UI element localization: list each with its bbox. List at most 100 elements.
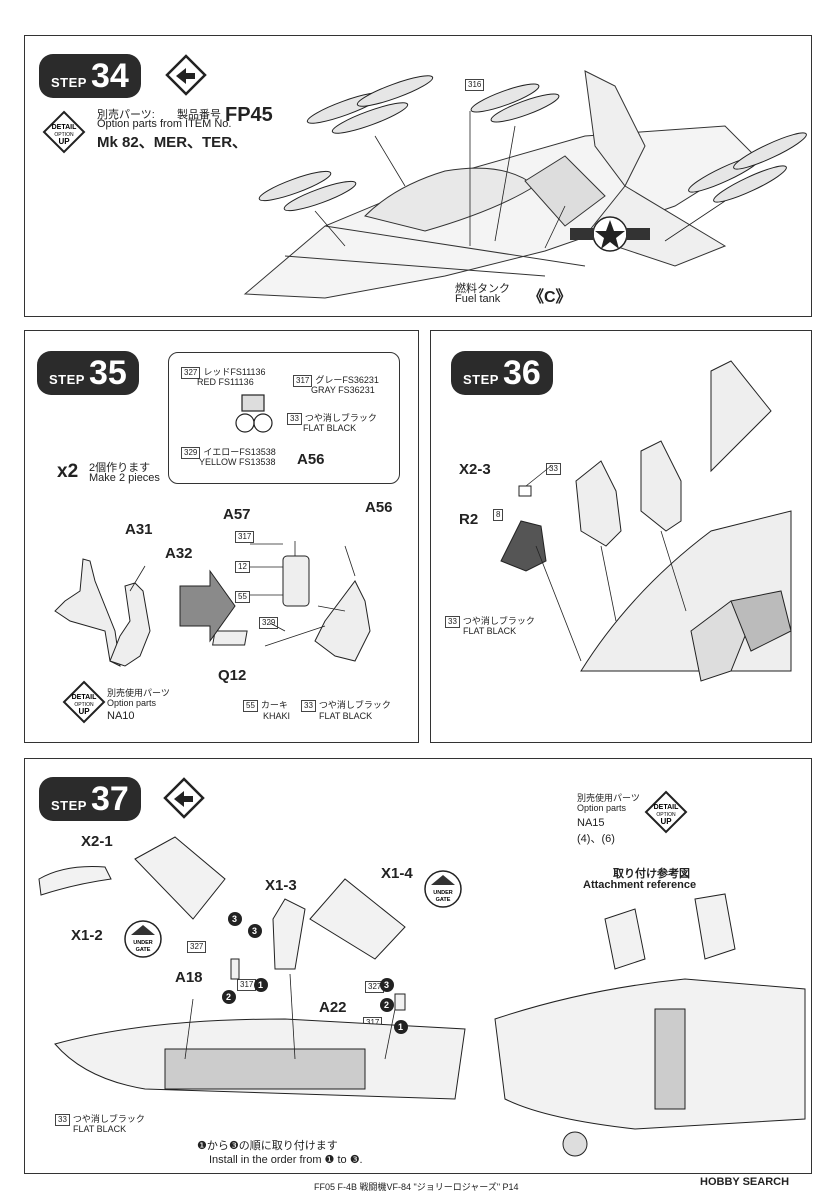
red-jp: レッドFS11136 (203, 367, 266, 377)
option-parts-en: Option parts (577, 803, 627, 813)
option-parts-en: Option parts (107, 698, 157, 708)
svg-text:UP: UP (58, 137, 70, 146)
part-x1-2: X1-2 (71, 927, 103, 944)
aircraft-wing-drawing (243, 70, 807, 299)
code-317: 317 (293, 375, 313, 387)
gray-jp: グレーFS36231 (315, 375, 379, 385)
flat-black-en-2: FLAT BLACK (319, 711, 373, 721)
step-number: 35 (88, 354, 127, 392)
step-37-badge: STEP 37 (39, 777, 141, 821)
option-arrow-icon (163, 777, 205, 819)
gray-en: GRAY FS36231 (311, 385, 375, 395)
install-order-en: Install in the order from ❶ to ❸. (209, 1154, 363, 1166)
step-35-badge: STEP 35 (37, 351, 139, 395)
option-parts-jp: 別売使用パーツ (107, 688, 170, 698)
fuel-tank-jp: 燃料タンク (455, 283, 510, 295)
flat-black-jp: つや消しブラック (72, 1114, 145, 1124)
svg-text:DETAIL: DETAIL (52, 124, 77, 131)
flat-black-en: FLAT BLACK (463, 626, 517, 636)
part-x2-3: X2-3 (459, 461, 491, 478)
svg-text:1: 1 (398, 1022, 403, 1032)
svg-text:UP: UP (78, 707, 90, 716)
step-number: 34 (90, 57, 129, 95)
fuel-tank-part: 《C》 (528, 289, 572, 306)
option-arrow-icon (165, 54, 207, 96)
code-33: 33 (546, 463, 561, 475)
part-x2-1: X2-1 (81, 833, 113, 850)
step-label: STEP (463, 372, 499, 387)
step-37-panel: STEP 37 別売使用パーツ Option parts NA15 (4)、(6… (24, 758, 812, 1174)
step-label: STEP (51, 798, 87, 813)
part-a18: A18 (175, 969, 203, 986)
svg-text:DETAIL: DETAIL (654, 804, 679, 811)
code-329: 329 (181, 447, 201, 459)
svg-text:GATE: GATE (136, 947, 151, 953)
svg-text:3: 3 (384, 980, 389, 990)
flat-black-jp: つや消しブラック (304, 413, 377, 423)
step-number: 37 (90, 780, 129, 818)
flat-black-en: FLAT BLACK (73, 1124, 127, 1134)
code-12: 12 (235, 561, 250, 573)
page-footer: FF05 F-4B 戦闘機VF-84 "ジョリーロジャーズ" P14 (314, 1182, 519, 1192)
yellow-en: YELLOW FS13538 (199, 457, 276, 467)
code-8: 8 (493, 509, 504, 521)
svg-text:OPTION: OPTION (54, 132, 74, 138)
svg-text:DETAIL: DETAIL (72, 694, 97, 701)
cockpit-seat-drawing (500, 360, 792, 682)
yellow-jp: イエローFS13538 (203, 447, 276, 457)
code-33: 33 (301, 700, 316, 712)
option-parts-jp: 別売使用パーツ (577, 793, 640, 803)
step-34-panel: STEP 34 DETAIL OPTION UP 別売パーツ: 製品番号 Opt… (24, 35, 812, 317)
svg-text:GATE: GATE (436, 897, 451, 903)
svg-text:OPTION: OPTION (74, 702, 94, 708)
option-part-no: NA15 (577, 817, 605, 829)
part-x1-4: X1-4 (381, 865, 413, 882)
step-36-badge: STEP 36 (451, 351, 553, 395)
khaki-en: KHAKI (263, 711, 291, 721)
part-a56: A56 (365, 499, 393, 516)
attachment-reference-drawing (494, 893, 806, 1157)
code-317: 317 (235, 531, 255, 543)
code-329: 329 (259, 617, 279, 629)
make-two-jp: 2個作ります (89, 462, 151, 474)
watermark: HOBBY SEARCH (700, 1176, 790, 1188)
svg-text:UP: UP (660, 817, 672, 826)
color-code-316: 316 (465, 79, 485, 91)
canopy-assembly-drawing: 3 3 1 2 3 2 1 (38, 836, 466, 1100)
make-two-en: Make 2 pieces (89, 472, 160, 484)
code-327: 327 (181, 367, 201, 379)
attachment-ref-en: Attachment reference (583, 879, 697, 891)
option-parts-jp: 別売パーツ: (97, 109, 155, 121)
part-a56-callout: A56 (297, 451, 325, 468)
detail-up-badge-icon: DETAIL OPTION UP (42, 110, 86, 154)
svg-text:3: 3 (232, 914, 237, 924)
part-x1-3: X1-3 (265, 877, 297, 894)
code-327: 327 (187, 941, 207, 953)
flat-black-en: FLAT BLACK (303, 423, 357, 433)
option-parts-en: Option parts from ITEM No. (97, 118, 232, 130)
detail-up-badge-icon: DETAIL OPTION UP (62, 680, 106, 724)
part-a31: A31 (125, 521, 153, 538)
code-33b: 33 (445, 616, 460, 628)
flat-black-jp-2: つや消しブラック (318, 700, 391, 710)
harness-drawing (235, 394, 273, 433)
svg-text:UNDER: UNDER (133, 940, 153, 946)
code-33: 33 (287, 413, 302, 425)
fuel-tank-en: Fuel tank (455, 293, 501, 305)
svg-text:OPTION: OPTION (656, 812, 676, 818)
step-label: STEP (49, 372, 85, 387)
part-r2: R2 (459, 511, 479, 528)
code-55b: 55 (243, 700, 258, 712)
svg-text:3: 3 (252, 926, 257, 936)
svg-text:1: 1 (258, 980, 263, 990)
under-gate-icon-2: UNDER GATE (424, 870, 462, 908)
svg-text:UNDER: UNDER (433, 890, 453, 896)
part-q12: Q12 (218, 667, 247, 684)
svg-text:2: 2 (226, 992, 231, 1002)
part-a32: A32 (165, 545, 193, 562)
option-part-items: (4)、(6) (577, 833, 615, 845)
option-part-no: NA10 (107, 710, 135, 722)
under-gate-icon-1: UNDER GATE (124, 920, 162, 958)
